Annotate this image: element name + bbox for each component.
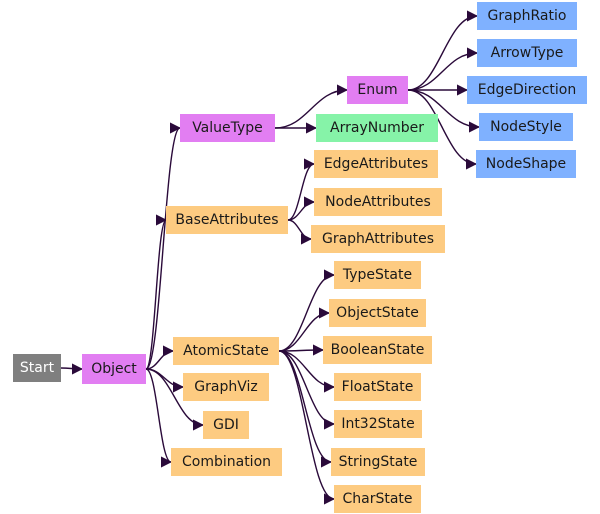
- edge-base-attributes-to-edge-attributes: [287, 158, 316, 221]
- node-edge-attributes: EdgeAttributes: [314, 150, 438, 178]
- node-edge-direction: EdgeDirection: [467, 76, 587, 104]
- node-graph-attributes: GraphAttributes: [311, 225, 445, 253]
- edge-object-to-base-attributes: [145, 214, 168, 370]
- node-array-number: ArrayNumber: [316, 114, 438, 142]
- edge-enum-to-node-shape: [407, 89, 478, 170]
- node-start: Start: [13, 354, 61, 382]
- edge-enum-to-arrow-type: [407, 47, 479, 91]
- edge-object-to-combination: [145, 368, 173, 468]
- edge-atomic-state-to-float-state: [278, 350, 336, 393]
- node-value-type: ValueType: [180, 114, 275, 142]
- edge-object-to-value-type: [145, 122, 182, 370]
- node-base-attributes: BaseAttributes: [166, 206, 288, 234]
- edge-atomic-state-to-char-state: [278, 350, 336, 505]
- edge-atomic-state-to-int32-state: [278, 350, 336, 430]
- node-boolean-state: BooleanState: [323, 336, 432, 364]
- node-node-attributes: NodeAttributes: [314, 188, 442, 216]
- edge-object-to-gdi: [145, 368, 205, 431]
- node-combination: Combination: [171, 448, 282, 476]
- edge-enum-to-graph-ratio: [407, 10, 479, 91]
- edge-enum-to-node-style: [407, 89, 481, 133]
- node-graph-ratio: GraphRatio: [477, 2, 577, 30]
- node-object: Object: [82, 354, 146, 384]
- node-graph-viz: GraphViz: [183, 373, 269, 401]
- node-atomic-state: AtomicState: [173, 337, 279, 365]
- node-object-state: ObjectState: [329, 299, 426, 327]
- edge-atomic-state-to-object-state: [278, 307, 331, 352]
- node-node-shape: NodeShape: [476, 150, 576, 178]
- node-float-state: FloatState: [334, 373, 421, 401]
- node-string-state: StringState: [331, 448, 425, 476]
- node-node-style: NodeStyle: [479, 113, 573, 141]
- edge-start-to-object: [60, 363, 84, 375]
- node-arrow-type: ArrowType: [477, 39, 577, 67]
- edge-base-attributes-to-node-attributes: [287, 196, 316, 221]
- edge-value-type-to-enum: [274, 84, 349, 129]
- node-int32-state: Int32State: [334, 410, 422, 438]
- node-type-state: TypeState: [334, 261, 421, 289]
- edge-base-attributes-to-graph-attributes: [287, 219, 313, 245]
- node-gdi: GDI: [203, 411, 249, 439]
- node-enum: Enum: [347, 76, 408, 104]
- edge-atomic-state-to-type-state: [278, 269, 336, 352]
- node-char-state: CharState: [334, 485, 421, 513]
